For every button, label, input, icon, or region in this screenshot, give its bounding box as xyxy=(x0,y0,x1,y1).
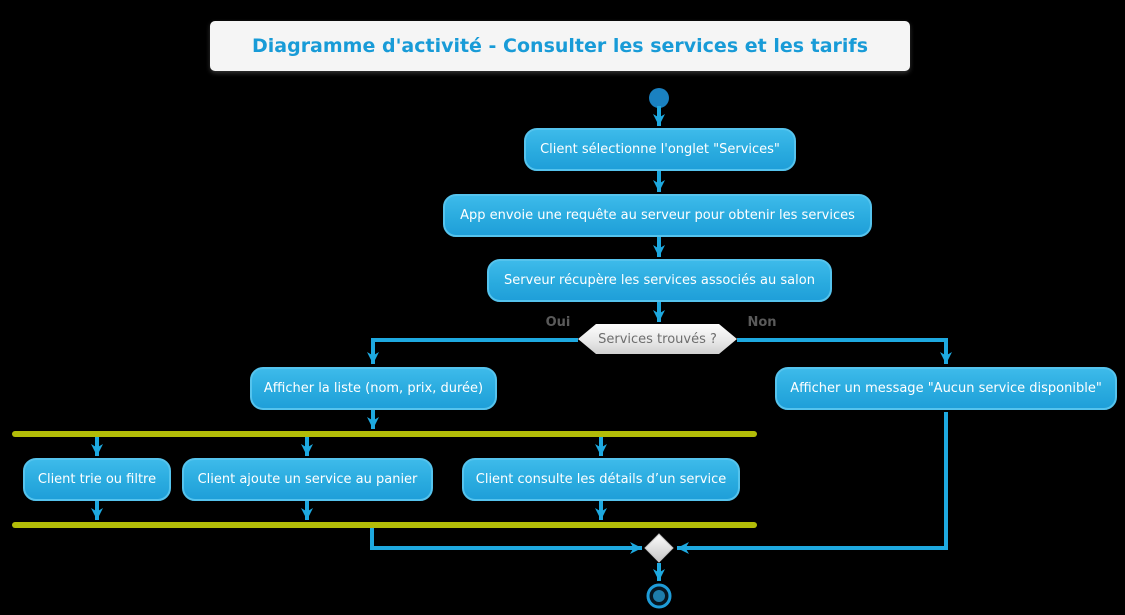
activity-label: Serveur récupère les services associés a… xyxy=(504,273,815,288)
activity-label: Client ajoute un service au panier xyxy=(197,472,418,487)
connector-decision-oui-branch xyxy=(367,338,578,364)
end-node-core xyxy=(653,590,665,602)
activity-step-app-request: App envoie une requête au serveur pour o… xyxy=(443,194,872,237)
guard-label-oui: Oui xyxy=(545,315,571,330)
merge-diamond xyxy=(644,533,674,563)
activity-label: App envoie une requête au serveur pour o… xyxy=(460,208,855,223)
activity-sort-or-filter: Client trie ou filtre xyxy=(23,458,171,501)
activity-step-select-services-tab: Client sélectionne l'onglet "Services" xyxy=(524,128,796,171)
activity-label: Afficher la liste (nom, prix, durée) xyxy=(263,381,484,396)
activity-show-no-service-message: Afficher un message "Aucun service dispo… xyxy=(775,367,1117,410)
activity-step-server-fetch: Serveur récupère les services associés a… xyxy=(487,259,832,302)
fork-bar xyxy=(12,431,757,437)
decision-label: Services trouvés ? xyxy=(598,331,717,347)
decision-services-found: Services trouvés ? xyxy=(578,324,737,354)
diagram-title: Diagramme d'activité - Consulter les ser… xyxy=(251,35,869,57)
guard-label-non: Non xyxy=(747,315,777,330)
connector-noaction-to-merge xyxy=(677,412,948,554)
activity-label: Client consulte les détails d’un service xyxy=(475,472,727,487)
activity-label: Afficher un message "Aucun service dispo… xyxy=(790,381,1102,396)
activity-label: Client sélectionne l'onglet "Services" xyxy=(540,142,780,157)
start-node xyxy=(649,88,669,108)
connector-decision-non-branch xyxy=(737,338,952,364)
diagram-title-box: Diagramme d'activité - Consulter les ser… xyxy=(210,21,910,71)
activity-show-list: Afficher la liste (nom, prix, durée) xyxy=(250,367,497,410)
activity-view-details: Client consulte les détails d’un service xyxy=(462,458,740,501)
activity-label: Client trie ou filtre xyxy=(37,472,157,487)
connector-join-to-merge xyxy=(370,528,642,554)
activity-add-to-cart: Client ajoute un service au panier xyxy=(182,458,433,501)
join-bar xyxy=(12,522,757,528)
